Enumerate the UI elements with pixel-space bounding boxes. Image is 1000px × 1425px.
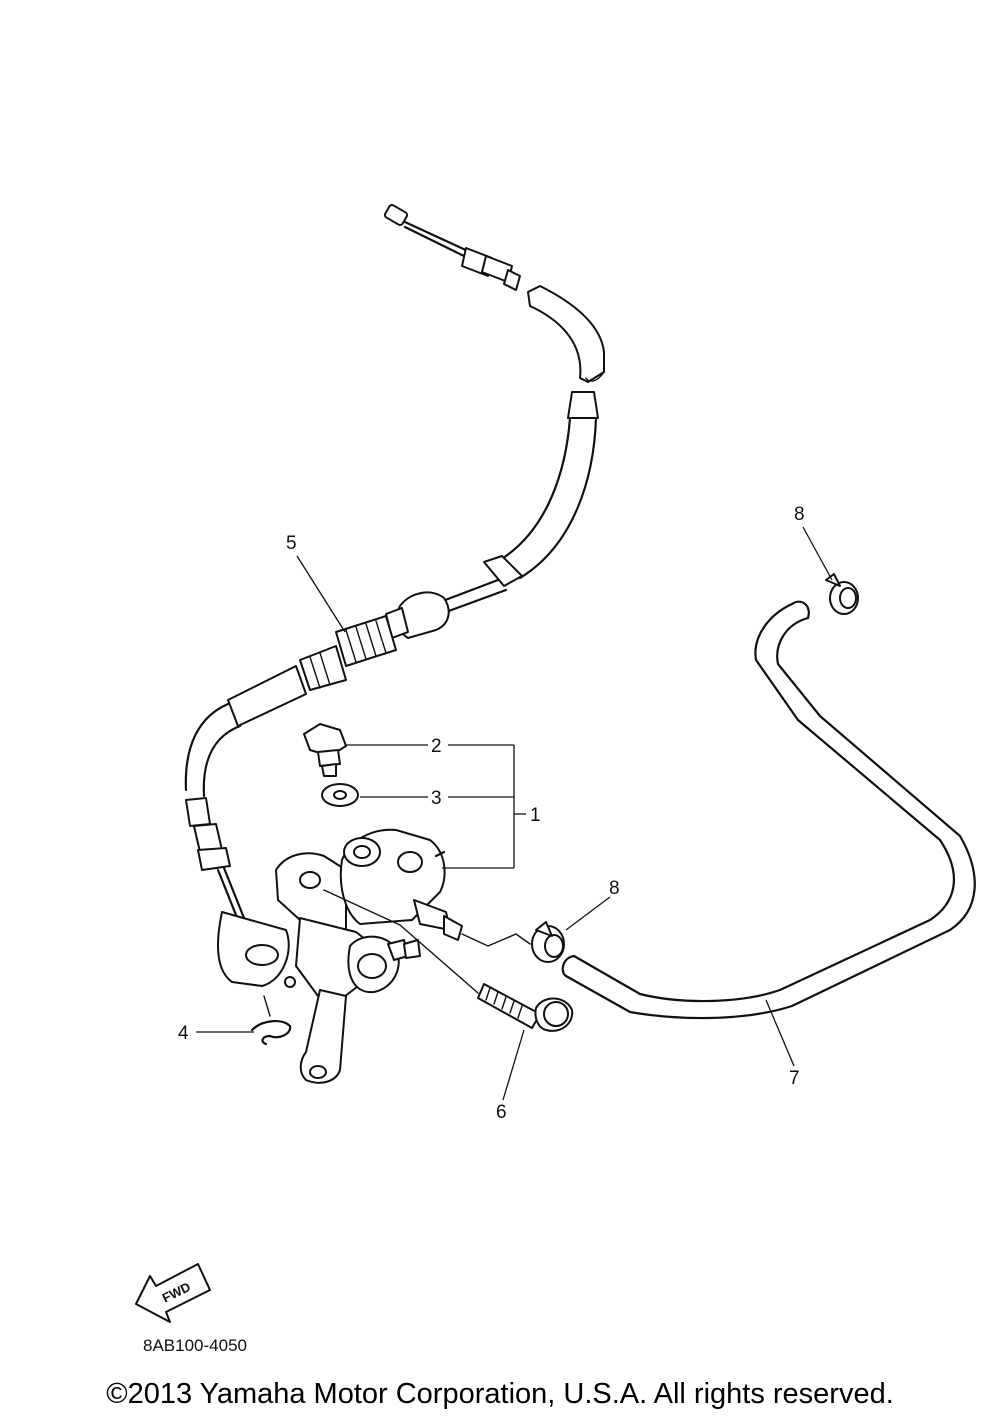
callout-7: 7 [789, 1068, 800, 1089]
callout-5: 5 [286, 533, 297, 554]
oil-pump-icon [216, 828, 463, 1084]
washer-icon [321, 783, 359, 807]
screw-icon [323, 889, 574, 1032]
callout-labels: 1 2 3 4 5 6 7 8 8 [178, 504, 805, 1123]
callout-8-top: 8 [794, 504, 805, 525]
callout-2: 2 [431, 736, 442, 757]
callout-3: 3 [431, 788, 442, 809]
callout-8-lower: 8 [609, 878, 620, 899]
clip-icon [250, 995, 292, 1046]
fwd-arrow-icon: FWD [135, 1263, 211, 1323]
callout-6: 6 [496, 1102, 507, 1123]
pump-cable-icon [184, 204, 605, 938]
callout-4: 4 [178, 1023, 189, 1044]
hose-clamp-icon [531, 573, 859, 963]
diagram-code: 8AB100-4050 [143, 1336, 247, 1355]
copyright-notice: ©2013 Yamaha Motor Corporation, U.S.A. A… [106, 1378, 894, 1410]
leader-lines [196, 526, 833, 1101]
bolt-icon [303, 723, 347, 777]
hose-icon [461, 600, 976, 1020]
callout-1: 1 [530, 805, 541, 826]
